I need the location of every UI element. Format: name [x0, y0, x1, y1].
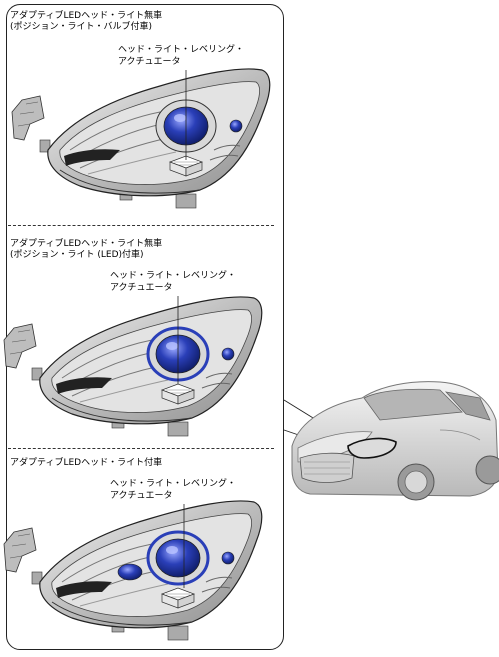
headlamp-illustration-1 — [11, 68, 271, 209]
section-2-title-line1: アダプティブLEDヘッド・ライト無車 — [10, 239, 163, 249]
headlamp-illustration-3 — [3, 500, 263, 641]
car-illustration — [291, 381, 499, 501]
section-2-title: アダプティブLEDヘッド・ライト無車 (ポジション・ライト (LED)付車) — [10, 239, 162, 261]
section-divider-1 — [8, 225, 274, 226]
section-1-callout: ヘッド・ライト・レベリング・ アクチュエータ — [118, 44, 244, 68]
section-1-callout-line1: ヘッド・ライト・レベリング・ — [118, 45, 245, 55]
section-2-title-line2: (ポジション・ライト (LED)付車) — [10, 250, 144, 260]
section-1-callout-line2: アクチュエータ — [118, 57, 181, 67]
section-2-callout-line1: ヘッド・ライト・レベリング・ — [110, 271, 237, 281]
section-3-callout-line2: アクチュエータ — [110, 491, 173, 501]
section-1-title-line2: (ポジション・ライト・バルブ付車) — [10, 22, 153, 32]
section-2-callout: ヘッド・ライト・レベリング・ アクチュエータ — [110, 270, 236, 294]
section-2-callout-line2: アクチュエータ — [110, 283, 173, 293]
section-divider-2 — [8, 448, 274, 449]
section-3-title: アダプティブLEDヘッド・ライト付車 — [10, 458, 162, 469]
section-3-callout: ヘッド・ライト・レベリング・ アクチュエータ — [110, 478, 236, 502]
section-1-title: アダプティブLEDヘッド・ライト無車 (ポジション・ライト・バルブ付車) — [10, 11, 162, 33]
section-3-callout-line1: ヘッド・ライト・レベリング・ — [110, 479, 237, 489]
section-3-title-line1: アダプティブLEDヘッド・ライト付車 — [10, 458, 163, 468]
headlamp-illustration-2 — [3, 296, 263, 437]
section-1-title-line1: アダプティブLEDヘッド・ライト無車 — [10, 11, 163, 21]
